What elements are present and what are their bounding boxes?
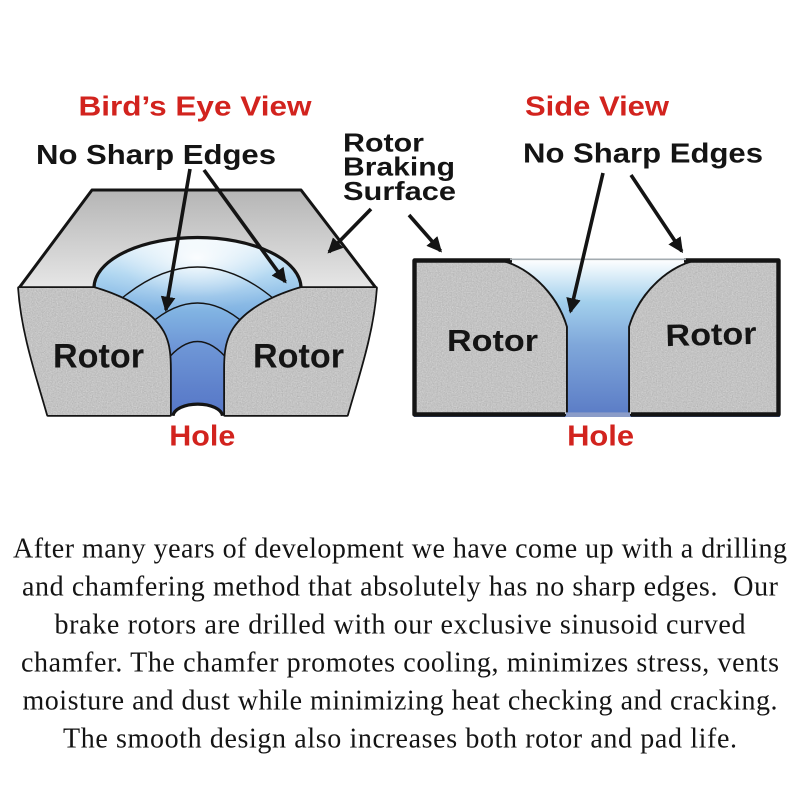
svg-text:Rotor: Rotor — [253, 338, 344, 376]
svg-text:Hole: Hole — [567, 421, 634, 453]
svg-text:Side View: Side View — [525, 90, 669, 121]
svg-text:Surface: Surface — [343, 176, 456, 206]
svg-text:Hole: Hole — [169, 421, 235, 453]
svg-text:Bird’s Eye View: Bird’s Eye View — [79, 90, 312, 121]
svg-text:No Sharp Edges: No Sharp Edges — [523, 138, 763, 169]
svg-text:brake rotors are drilled with: brake rotors are drilled with our exclus… — [55, 610, 746, 641]
svg-text:chamfer. The chamfer promotes: chamfer. The chamfer promotes cooling, m… — [21, 648, 779, 679]
svg-text:and chamfering method that abs: and chamfering method that absolutely ha… — [22, 572, 779, 603]
svg-text:Rotor: Rotor — [665, 316, 757, 353]
svg-text:After many years of developmen: After many years of development we have … — [13, 534, 787, 565]
svg-text:The smooth design also increas: The smooth design also increases both ro… — [63, 724, 737, 755]
svg-text:No Sharp Edges: No Sharp Edges — [36, 139, 276, 170]
svg-text:Rotor: Rotor — [53, 338, 144, 376]
svg-text:moisture and dust while minimi: moisture and dust while minimizing heat … — [23, 686, 778, 717]
svg-text:Rotor: Rotor — [343, 127, 424, 157]
svg-text:Rotor: Rotor — [447, 323, 538, 358]
svg-text:Braking: Braking — [343, 152, 455, 182]
